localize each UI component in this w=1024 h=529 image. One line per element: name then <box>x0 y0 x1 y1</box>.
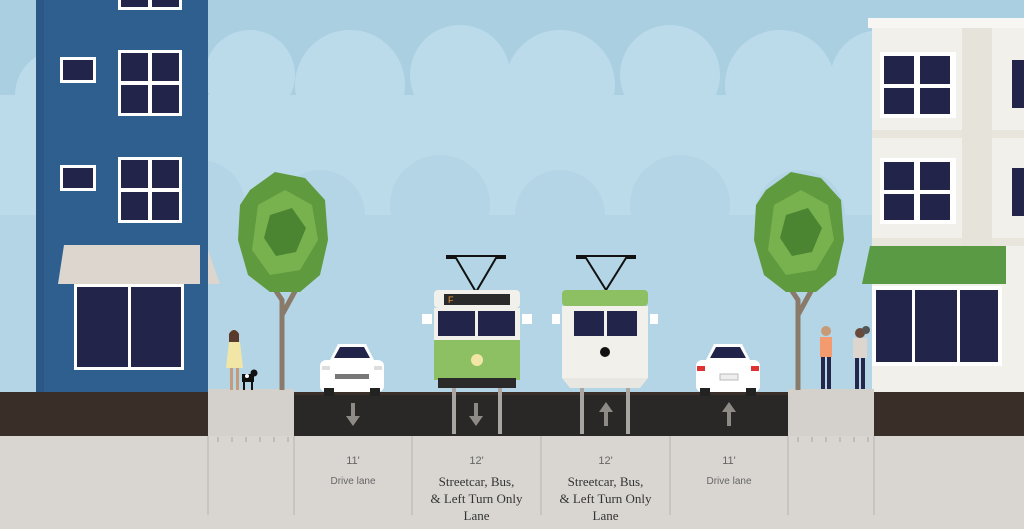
segment-label-streetcar-right: 12' Streetcar, Bus, & Left Turn Only Lan… <box>541 455 670 524</box>
roadway <box>294 395 788 436</box>
streetcar-left: F <box>422 255 532 434</box>
car-left <box>320 344 384 396</box>
arrow-down-icon <box>469 403 483 426</box>
tree-left <box>238 172 328 390</box>
arrow-up-icon <box>722 402 736 426</box>
segment-name: Streetcar, Bus, & Left Turn Only Lane <box>559 474 652 523</box>
sidewalk-ticks <box>217 437 869 442</box>
lane-arrows <box>346 402 736 426</box>
segment-width: 11' <box>722 455 736 467</box>
segment-name: Streetcar, Bus, & Left Turn Only Lane <box>430 474 523 523</box>
right-sidewalk <box>788 389 874 436</box>
segment-label-streetcar-left: 12' Streetcar, Bus, & Left Turn Only Lan… <box>412 455 541 524</box>
left-sidewalk <box>208 389 294 436</box>
pedestrian-woman-dog <box>226 330 258 390</box>
tree-right <box>754 172 844 390</box>
segment-width: 11' <box>346 455 360 467</box>
segment-width: 12' <box>598 455 613 467</box>
segment-width: 12' <box>469 455 484 467</box>
streetcar-right <box>552 255 658 434</box>
label-ground <box>0 436 1024 529</box>
white-building <box>862 18 1024 392</box>
arrow-up-icon <box>599 402 613 426</box>
arrow-down-icon <box>346 403 360 426</box>
segment-label-drive-lane-left: 11' Drive lane <box>294 455 412 488</box>
streetcar-route-sign: F <box>448 295 454 305</box>
segment-name: Drive lane <box>706 476 752 487</box>
blue-building <box>36 0 220 392</box>
segment-dividers <box>207 436 875 515</box>
segment-name: Drive lane <box>330 476 376 487</box>
pedestrian-child <box>853 326 870 389</box>
car-right <box>696 344 760 396</box>
pedestrian-man <box>820 326 832 389</box>
segment-label-drive-lane-right: 11' Drive lane <box>670 455 788 488</box>
